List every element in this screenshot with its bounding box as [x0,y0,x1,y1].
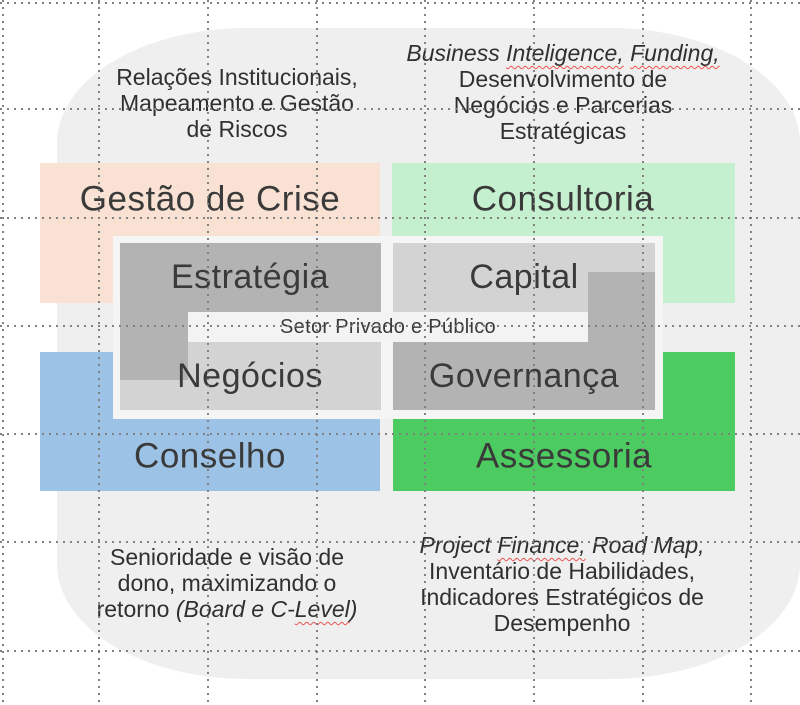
note-top-left: Relações Institucionais,Mapeamento e Ges… [116,64,358,142]
label-capital: Capital [469,258,579,296]
label-conselho: Conselho [134,436,286,476]
label-governanca: Governança [428,357,620,395]
label-negocios: Negócios [177,357,323,395]
setor-privado-publico-band: Setor Privado e Público [188,312,588,342]
estrategia-column-rect [120,243,188,380]
label-assessoria: Assessoria [475,436,653,476]
governanca-bar-rect [393,342,655,410]
label-estrategia: Estratégia [170,258,330,296]
label-consultoria: Consultoria [471,179,655,219]
label-gestao-de-crise: Gestão de Crise [79,179,341,219]
note-top-right: Business Inteligence, Funding,Desenvolvi… [406,40,720,144]
band-label: Setor Privado e Público [280,315,496,338]
note-bottom-right: Project Finance, Road Map,Inventário de … [419,532,705,636]
